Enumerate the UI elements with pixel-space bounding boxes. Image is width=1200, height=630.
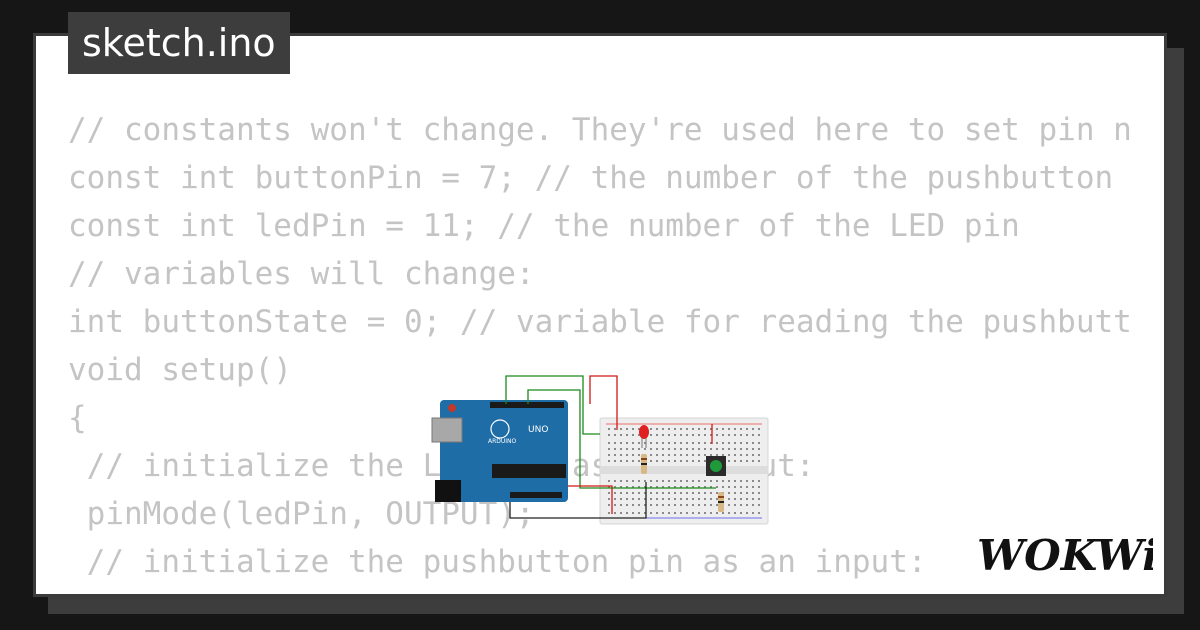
code-line: // variables will change: [68, 256, 535, 292]
led [639, 425, 649, 448]
resistor [718, 492, 724, 512]
code-line: const int buttonPin = 7; // the number o… [68, 160, 1132, 196]
code-line: const int ledPin = 11; // the number of … [68, 208, 1020, 244]
code-line: int buttonState = 0; // variable for rea… [68, 304, 1132, 340]
code-line: pinMode(buttonPin, INPUT); [68, 586, 1132, 594]
code-card: // constants won't change. They're used … [33, 33, 1167, 597]
board-brand-label: ARDUINO [488, 438, 517, 445]
wokwi-logo-text: WOKWi [977, 531, 1153, 580]
code-line: // initialize the pushbutton pin as an i… [68, 544, 927, 580]
pushbutton [706, 456, 726, 476]
code-line: void setup() [68, 352, 292, 388]
wires [505, 375, 716, 519]
board-model-label: UNO [528, 425, 548, 435]
arduino-uno-board: ARDUINO UNO [431, 400, 568, 502]
wokwi-logo: WOKWi [977, 531, 1153, 580]
breadboard [599, 417, 769, 525]
file-name-tab: sketch.ino [68, 12, 290, 74]
code-line: { [68, 400, 87, 436]
circuit-diagram: ARDUINO UNO [431, 375, 769, 525]
resistor [641, 454, 647, 474]
code-line: // constants won't change. They're used … [68, 112, 1132, 148]
code-block: // constants won't change. They're used … [68, 106, 1132, 594]
